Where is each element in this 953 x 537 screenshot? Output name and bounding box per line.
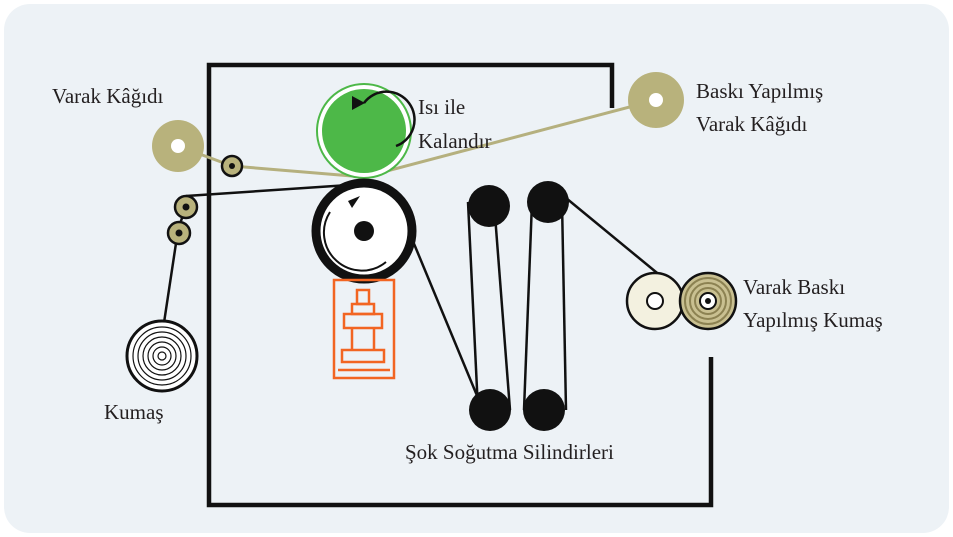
label-printed-fabric-line2: Yapılmış Kumaş xyxy=(743,308,883,332)
label-heat-calender-line1: Isı ile xyxy=(418,95,465,119)
label-foil-paper: Varak Kâğıdı xyxy=(52,84,164,108)
printed-foil-paper-roll xyxy=(628,72,684,128)
label-heat-calender-line2: Kalandır xyxy=(418,129,491,153)
label-fabric: Kumaş xyxy=(104,400,164,424)
guide-roller xyxy=(166,220,192,246)
label-printed-foil-line2: Varak Kâğıdı xyxy=(696,112,808,136)
arrow-head-icon xyxy=(348,196,360,208)
cooling-cylinder xyxy=(468,185,510,227)
foil-paper-roll xyxy=(152,120,204,172)
hydraulic-press xyxy=(332,278,396,380)
rotation-arrow-icon xyxy=(322,211,387,272)
heat-calender-roller xyxy=(316,83,416,179)
label-cooling-cylinders: Şok Soğutma Silindirleri xyxy=(405,440,614,464)
cooling-cylinder xyxy=(527,181,569,223)
guide-roller xyxy=(220,154,244,178)
label-printed-foil-line1: Baskı Yapılmış xyxy=(696,79,823,103)
cooling-cylinder xyxy=(469,389,511,431)
label-printed-fabric-line1: Varak Baskı xyxy=(743,275,845,299)
arrow-head-icon xyxy=(352,96,365,110)
cooling-cylinder xyxy=(523,389,565,431)
rotation-arrow-icon xyxy=(362,90,416,148)
printed-fabric-roll xyxy=(678,271,738,331)
fabric-web xyxy=(160,182,691,411)
machine-frame xyxy=(206,62,714,508)
blank-roll xyxy=(625,271,685,331)
pressure-cylinder xyxy=(311,178,417,284)
guide-roller xyxy=(173,194,199,220)
fabric-roll xyxy=(125,319,199,393)
